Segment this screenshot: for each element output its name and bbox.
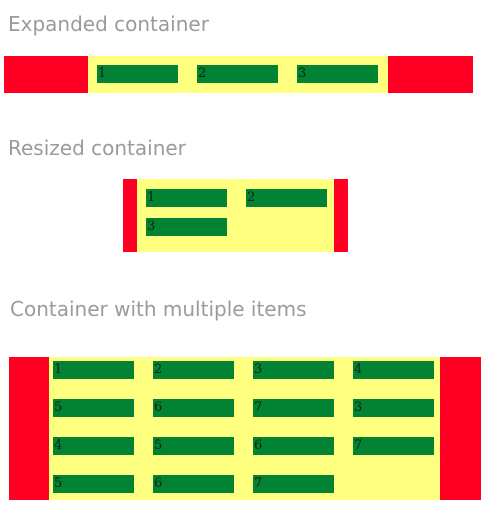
flex-item: 3 bbox=[253, 361, 334, 379]
flex-item: 7 bbox=[353, 437, 434, 455]
flex-item: 3 bbox=[353, 399, 434, 417]
flex-item: 1 bbox=[97, 65, 178, 83]
multiple-items-container: 1 2 3 4 5 6 7 3 4 5 6 7 5 6 7 bbox=[9, 357, 481, 500]
flex-item: 5 bbox=[153, 437, 234, 455]
flex-item: 4 bbox=[53, 437, 134, 455]
flex-item: 1 bbox=[53, 361, 134, 379]
flex-item: 2 bbox=[153, 361, 234, 379]
flex-item: 4 bbox=[353, 361, 434, 379]
left-sidebar-block bbox=[9, 357, 49, 500]
flex-item: 6 bbox=[153, 475, 234, 493]
flex-item: 7 bbox=[253, 399, 334, 417]
flex-item: 3 bbox=[297, 65, 378, 83]
flex-item: 5 bbox=[53, 399, 134, 417]
flex-item: 6 bbox=[153, 399, 234, 417]
flex-item: 2 bbox=[197, 65, 278, 83]
right-sidebar-block bbox=[334, 179, 348, 252]
flex-item: 5 bbox=[53, 475, 134, 493]
left-sidebar-block bbox=[123, 179, 137, 252]
flex-item: 6 bbox=[253, 437, 334, 455]
flex-item: 1 bbox=[146, 189, 227, 207]
right-sidebar-block bbox=[388, 56, 473, 93]
left-sidebar-block bbox=[4, 56, 88, 93]
multiple-items-heading: Container with multiple items bbox=[10, 297, 307, 321]
expanded-container-heading: Expanded container bbox=[8, 12, 209, 36]
resized-container-heading: Resized container bbox=[8, 136, 186, 160]
flex-item: 2 bbox=[246, 189, 327, 207]
expanded-container: 1 2 3 bbox=[4, 56, 473, 93]
flex-item: 7 bbox=[253, 475, 334, 493]
flex-item: 3 bbox=[146, 218, 227, 236]
right-sidebar-block bbox=[440, 357, 481, 500]
resized-container: 1 2 3 bbox=[123, 179, 348, 252]
